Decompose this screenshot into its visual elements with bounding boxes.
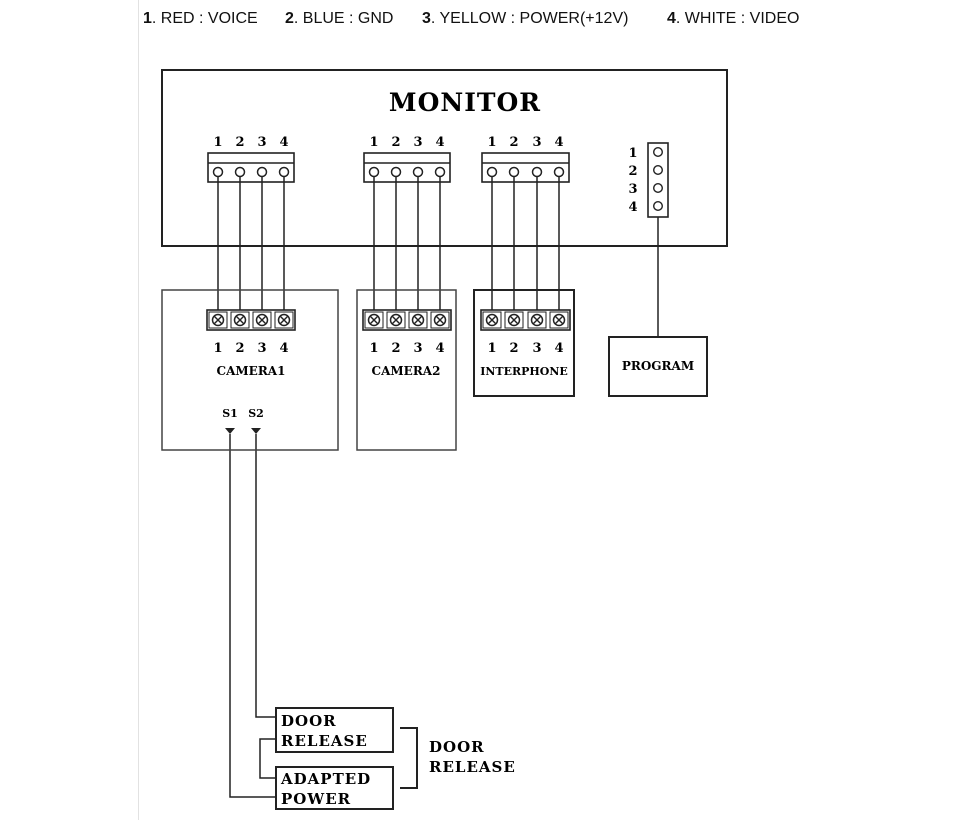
legend-item-1: 1. RED : VOICE [143,10,258,27]
program-header-pins: 1 2 3 4 [628,146,664,215]
monitor-terminal-block-interphone [481,152,570,183]
screw-slot [214,316,222,324]
terminal-screw [531,166,543,178]
wire-s1-adapted-power [229,434,276,798]
camera1-box [161,289,339,451]
adapted-power-box-line2: POWER [281,790,351,808]
wires [217,177,659,798]
monitor-pin-number: 2 [391,135,400,150]
monitor-terminal-block-camera2 [363,152,451,183]
door-release-group-line1: DOOR [429,738,485,756]
program-pin-hole [653,146,664,157]
program-label: PROGRAM [622,359,694,373]
switch-s2-terminal [251,428,261,434]
device-pin-number: 3 [532,341,541,356]
program-pin-number: 1 [628,146,637,161]
program-pin-number: 3 [628,182,637,197]
door-release-box-line2: RELEASE [281,732,368,750]
device-pin-number: 3 [413,341,422,356]
device-pin-number: 4 [279,341,288,356]
page-left-rule [138,0,139,820]
program-pin-number: 2 [628,164,637,179]
screw-slot [280,316,288,324]
switch-s1-label: S1 [222,407,238,420]
screw-slot [414,316,422,324]
device-terminal-block-camera1 [206,309,296,331]
terminal-screw [212,166,224,178]
screw-slot [370,316,378,324]
switch-s2-label: S2 [248,407,264,420]
terminal-screw [278,166,290,178]
terminal-screw [390,166,402,178]
screw-slot [555,316,563,324]
device-pin-number: 2 [235,341,244,356]
screw-slot [488,316,496,324]
wire-door-release-link [259,738,276,779]
monitor-pin-number: 1 [369,135,378,150]
device-pin-number: 4 [554,341,563,356]
monitor-box [161,69,728,247]
camera1-label: CAMERA1 [217,364,286,378]
interphone-label: INTERPHONE [480,365,568,378]
monitor-pin-number: 1 [213,135,222,150]
door-release-box-line1: DOOR [281,712,337,730]
terminal-screw [234,166,246,178]
terminal-screw [412,166,424,178]
device-terminal-block-camera2 [362,309,452,331]
program-pin-hole [653,164,664,175]
adapted-power-box-line1: ADAPTED [280,770,371,788]
device-pin-number: 2 [509,341,518,356]
monitor-pin-number: 4 [435,135,444,150]
terminal-screw [256,166,268,178]
screw-slot [436,316,444,324]
interphone-box [473,289,575,397]
device-pin-number: 4 [435,341,444,356]
device-pin-number: 1 [487,341,496,356]
screw-slot [236,316,244,324]
monitor-pin-number: 3 [413,135,422,150]
switch-s1-terminal [225,428,235,434]
screw-slot [258,316,266,324]
device-terminal-block-interphone [480,309,571,331]
monitor-pin-number: 2 [509,135,518,150]
legend-item-4: 4. WHITE : VIDEO [667,10,800,27]
monitor-terminal-block-camera1 [207,152,295,183]
door-release-group-line2: RELEASE [429,758,516,776]
monitor-pin-number: 3 [257,135,266,150]
adapted-power-box [275,766,394,810]
legend-item-2: 2. BLUE : GND [285,10,394,27]
terminal-screw [368,166,380,178]
door-release-box [275,707,394,753]
camera2-box [356,289,457,451]
device-pin-number: 1 [369,341,378,356]
monitor-pin-number: 2 [235,135,244,150]
program-pin-hole [653,182,664,193]
terminal-screw [553,166,565,178]
monitor-pin-number: 3 [532,135,541,150]
device-pin-number: 3 [257,341,266,356]
terminal-screw [434,166,446,178]
monitor-title: MONITOR [389,88,541,117]
screw-slot [510,316,518,324]
screw-slot [533,316,541,324]
program-pin-number: 4 [628,200,637,215]
wire-s2-door-release [255,434,276,718]
device-pin-number: 1 [213,341,222,356]
door-release-bracket [400,727,418,789]
monitor-pin-number: 4 [279,135,288,150]
camera2-label: CAMERA2 [372,364,441,378]
terminal-screw [486,166,498,178]
terminal-screw [508,166,520,178]
monitor-pin-number: 4 [554,135,563,150]
program-pin-hole [653,200,664,211]
monitor-pin-number: 1 [487,135,496,150]
screw-slot [392,316,400,324]
device-pin-number: 2 [391,341,400,356]
program-box [608,336,708,397]
legend-item-3: 3. YELLOW : POWER(+12V) [422,10,629,27]
